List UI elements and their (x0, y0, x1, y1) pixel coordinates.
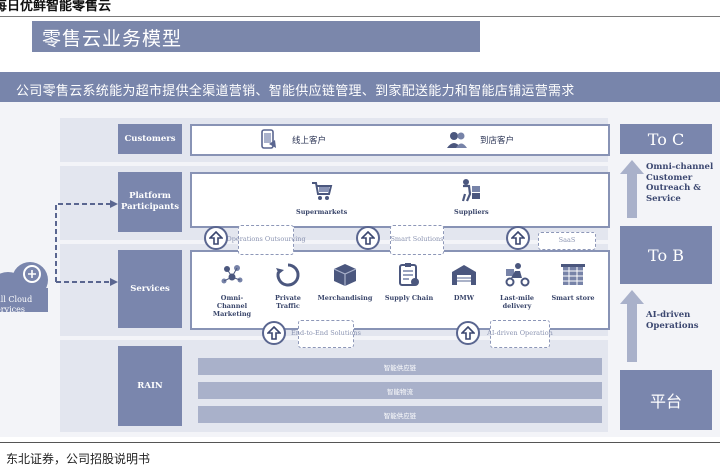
rain-bar-1: 智能供应链 (198, 358, 602, 375)
service-label: Omni-Channel Marketing (212, 294, 252, 318)
footer-divider (0, 442, 720, 443)
upload-icon (262, 321, 286, 345)
rain-bar-2: 智能物流 (198, 382, 602, 399)
suppliers-label: Suppliers (454, 208, 489, 216)
up-arrow-icon (620, 160, 644, 218)
people-icon (446, 130, 468, 154)
customers-panel: 线上客户 到店客户 (190, 124, 610, 156)
source-note: ：东北证券，公司招股说明书 (0, 452, 151, 466)
upper-right-text: Omni-channel Customer Outreach & Service (646, 162, 714, 204)
pill-operations-outsourcing: Operations Outsourcing (226, 225, 306, 255)
service-merchandising: Merchandising (318, 262, 372, 303)
supermarkets-label: Supermarkets (296, 208, 348, 216)
cloud-icon (0, 262, 48, 312)
service-smart-store: Smart store (548, 262, 598, 303)
platform-box: 平台 (620, 370, 712, 430)
pill-smart-solutions: Smart Solutions (390, 225, 444, 255)
header-divider (0, 16, 720, 17)
row-label-rain: RAIN (118, 346, 182, 426)
pill-saas: SaaS (538, 232, 596, 250)
shopping-cart-icon (310, 180, 334, 206)
row-label-services: Services (118, 250, 182, 328)
service-label: Last-mile delivery (499, 294, 535, 310)
service-label: Private Traffic (275, 294, 301, 310)
service-dmw: DMW (446, 262, 482, 303)
to-b-box: To B (620, 226, 712, 284)
supermarkets-item: Supermarkets (296, 180, 347, 217)
banner-title: 零售云业务模型 (32, 21, 480, 52)
upload-icon (456, 321, 480, 345)
phone-icon (258, 129, 278, 155)
service-last-mile-delivery: Last-mile delivery (496, 262, 538, 311)
cloud-label: all Cloud ervices (0, 295, 33, 314)
box-icon (332, 262, 358, 292)
pill-ai-driven-operation: AI-driven Operation (487, 320, 553, 348)
figure-subtitle: 公司零售云系统能为超市提供全渠道营销、智能供应链管理、到家配送能力和智能店铺运营… (0, 72, 720, 102)
cloud-connectors (55, 200, 118, 286)
service-label: Merchandising (317, 294, 373, 302)
suppliers-item: Suppliers (454, 178, 489, 217)
store-icon (560, 262, 586, 292)
worker-boxes-icon (458, 178, 484, 206)
up-arrow-icon (620, 290, 644, 362)
business-model-figure: 公司零售云系统能为超市提供全渠道营销、智能供应链管理、到家配送能力和智能店铺运营… (0, 72, 720, 437)
to-c-box: To C (620, 124, 712, 154)
service-omni-channel-marketing: Omni-Channel Marketing (206, 262, 258, 318)
upload-icon (506, 226, 530, 250)
row-label-customers: Customers (118, 124, 182, 154)
clipboard-icon (397, 262, 421, 292)
pill-end-to-end: End-to-End Solutions (291, 320, 361, 348)
service-label: DMW (453, 294, 475, 302)
service-label: Smart store (551, 294, 595, 302)
online-customers-label: 线上客户 (292, 136, 327, 146)
marketing-icon (219, 262, 245, 292)
lower-right-text: AI-driven Operations (646, 310, 699, 331)
service-private-traffic: Private Traffic (268, 262, 308, 311)
upload-icon (356, 226, 380, 250)
upload-icon (204, 226, 228, 250)
offline-customers-label: 到店客户 (480, 136, 515, 146)
row-label-platform: Platform Participants (118, 172, 182, 232)
delivery-scooter-icon (503, 262, 531, 292)
service-label: Supply Chain (384, 294, 434, 302)
page-header: 每日优鲜智能零售云 (0, 0, 112, 14)
traffic-cycle-icon (275, 262, 301, 292)
rain-bar-3: 智能供应链 (198, 406, 602, 423)
service-supply-chain: Supply Chain (384, 262, 434, 303)
warehouse-icon (450, 262, 478, 292)
platform-panel: Supermarkets Suppliers (190, 172, 610, 228)
